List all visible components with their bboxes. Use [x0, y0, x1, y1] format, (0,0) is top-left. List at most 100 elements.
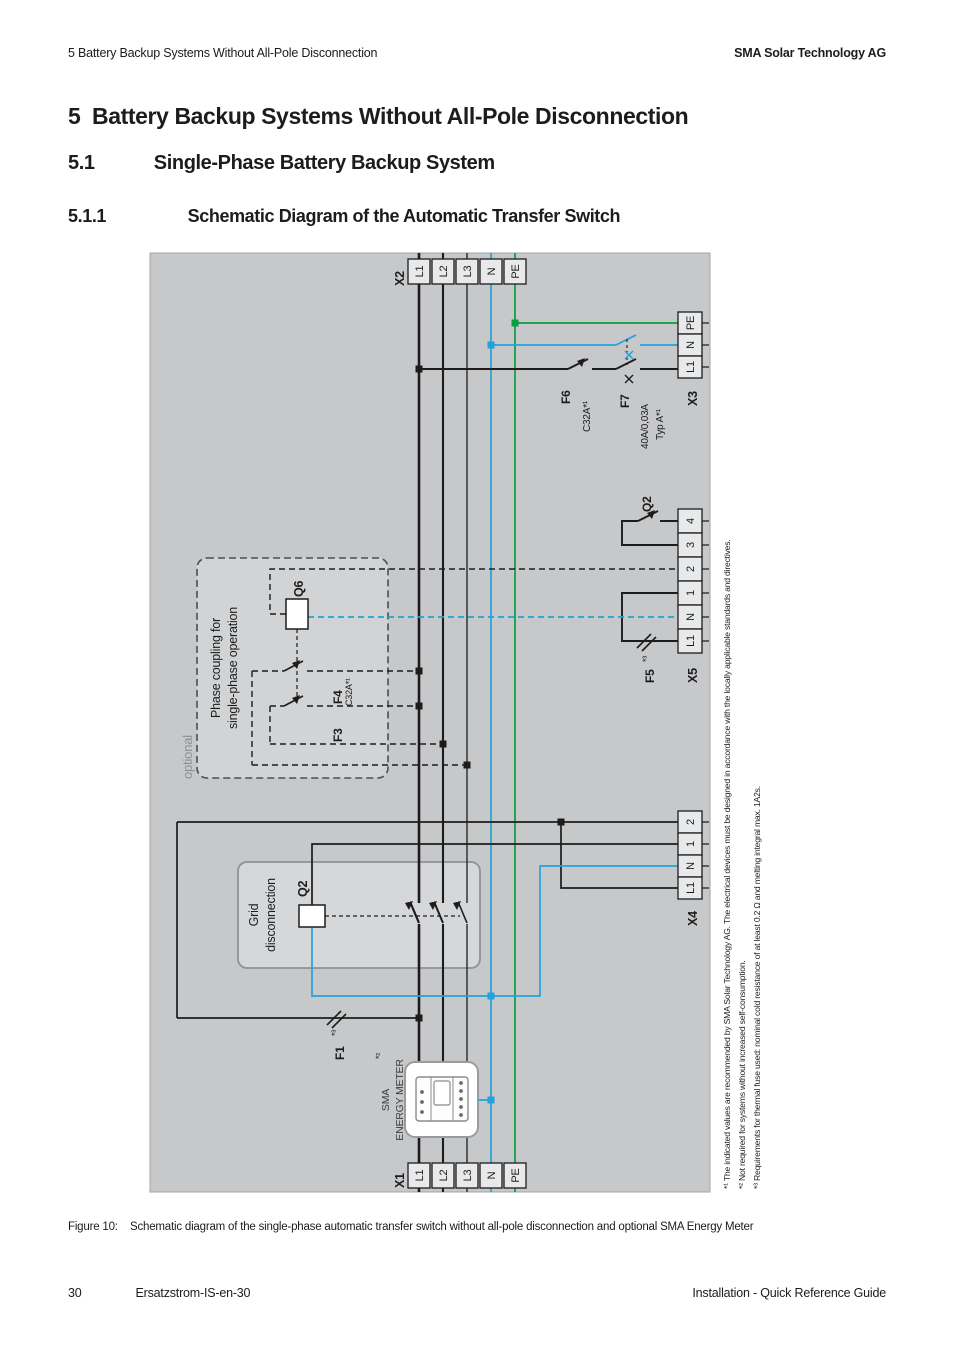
optional-phase-coupling-box: optional Phase coupling for single-phase… — [180, 557, 389, 779]
heading-2: 5.1 Single-Phase Battery Backup System — [68, 152, 495, 175]
x5-terminal-n: N — [685, 613, 697, 621]
q2-grid-label: Q2 — [296, 880, 310, 897]
q2-blade-l3 — [458, 903, 468, 924]
f6-rating: C32A*¹ — [582, 400, 593, 432]
heading-3: 5.1.1 Schematic Diagram of the Automatic… — [68, 206, 621, 227]
meter-note: *² — [374, 1053, 384, 1059]
terminal-block-x4: 2 1 N L1 X4 — [677, 810, 709, 926]
f1-label: F1 — [333, 1046, 347, 1060]
f7-n-trip-mark — [624, 350, 634, 360]
x2-terminal-l2: L2 — [438, 266, 450, 278]
x5-terminal-1: 1 — [685, 590, 697, 596]
optional-line2: single-phase operation — [226, 607, 240, 729]
grid-box-line2: disconnection — [264, 878, 278, 952]
optional-tag: optional — [180, 735, 195, 779]
f7-switch-l1-blade — [615, 358, 637, 370]
junction-n-top — [487, 341, 495, 349]
x3-terminal-pe: PE — [685, 316, 697, 330]
footnote-3: *³ Requirements for thermal fuse used: n… — [752, 786, 762, 1189]
f6-switch-blade — [567, 358, 589, 370]
x4-name: X4 — [686, 911, 700, 926]
terminal-block-x5: 4 3 2 1 N L1 X5 — [677, 508, 709, 683]
x1-terminal-l2: L2 — [438, 1170, 450, 1182]
page-header: 5 Battery Backup Systems Without All-Pol… — [68, 46, 886, 60]
f1-note: *³ — [330, 1030, 340, 1036]
phase-coupling-wiring — [251, 568, 678, 769]
terminal-block-x3: PE N L1 X3 — [677, 311, 709, 406]
junction-l2 — [439, 740, 447, 748]
x5-terminal-3: 3 — [685, 542, 697, 548]
x2-terminal-n: N — [486, 267, 498, 275]
f4-rating: C32A*¹ — [344, 678, 354, 706]
meter-label-line1: SMA — [380, 1089, 392, 1111]
f3-switch-blade — [283, 695, 304, 707]
heading-1-number: 5 — [68, 103, 81, 129]
footer-guide-title: Installation - Quick Reference Guide — [692, 1286, 886, 1300]
f5-note: *³ — [641, 656, 651, 662]
junction-n-meter — [487, 1096, 495, 1104]
x4-terminal-2: 2 — [685, 819, 697, 825]
figure-label: Figure 10: — [68, 1221, 118, 1233]
f3-switch-arrow — [292, 695, 300, 704]
junction-x4-branch — [557, 818, 565, 826]
terminal-block-x2: L1 L2 L3 N PE X2 — [393, 258, 527, 286]
f7-l1-trip-mark — [624, 374, 634, 384]
x1-terminal-l1: L1 — [414, 1170, 426, 1182]
footnote-1: *¹ The indicated values are recommended … — [722, 539, 732, 1189]
x1-name: X1 — [393, 1173, 407, 1188]
terminal-block-x1: L1 L2 L3 N PE X1 — [393, 1162, 527, 1189]
x2-name: X2 — [393, 271, 407, 286]
q2-aux-switch-blade — [637, 510, 659, 522]
x5-terminal-4: 4 — [685, 518, 697, 524]
figure-caption-text: Schematic diagram of the single-phase au… — [130, 1221, 754, 1233]
q6-coil — [285, 598, 309, 630]
f7-switch-n-blade — [615, 334, 637, 346]
junction-f4-l1 — [415, 667, 423, 675]
grid-box-line1: Grid — [247, 903, 261, 926]
f3-label: F3 — [331, 728, 345, 742]
f5-label: F5 — [643, 669, 657, 683]
footer-document-id: Ersatzstrom-IS-en-30 — [135, 1286, 251, 1300]
grid-disconnection-wiring — [176, 818, 678, 1029]
x2-terminal-l1: L1 — [414, 266, 426, 278]
figure-caption: Figure 10: Schematic diagram of the sing… — [68, 1221, 886, 1233]
bus-lines — [417, 253, 516, 1192]
heading-2-number: 5.1 — [68, 152, 95, 174]
x1-terminal-l3: L3 — [462, 1170, 474, 1182]
x4-terminal-1: 1 — [685, 841, 697, 847]
q6-label: Q6 — [292, 580, 306, 597]
f5-fuse-symbol — [636, 633, 657, 652]
optional-line1: Phase coupling for — [209, 618, 223, 718]
f1-fuse-symbol — [326, 1010, 347, 1029]
heading-3-title: Schematic Diagram of the Automatic Trans… — [187, 206, 621, 226]
footer-page-number: 30 — [68, 1286, 82, 1300]
junction-l1-top — [415, 365, 423, 373]
f4-label: F4 — [331, 690, 345, 704]
diagram-footnotes: *¹ The indicated values are recommended … — [722, 539, 762, 1189]
f6-switch-arrow — [577, 358, 585, 367]
meter-display — [433, 1080, 451, 1106]
f4-switch-arrow — [292, 660, 300, 669]
page-footer: 30 Ersatzstrom-IS-en-30 Installation - Q… — [68, 1286, 886, 1300]
heading-2-title: Single-Phase Battery Backup System — [153, 152, 495, 174]
q2-grid-coil — [298, 904, 326, 928]
heading-3-number: 5.1.1 — [68, 206, 107, 226]
f7-label: F7 — [618, 394, 632, 408]
meter-label-line2: ENERGY METER — [394, 1059, 406, 1141]
heading-1: 5 Battery Backup Systems Without All-Pol… — [68, 103, 689, 130]
header-section-title: 5 Battery Backup Systems Without All-Pol… — [68, 46, 378, 60]
q2-aux-switch-arrow — [647, 510, 655, 519]
f7-rating: 40A/0,03A — [640, 404, 651, 449]
junction-f1-l1 — [415, 1014, 423, 1022]
x2-terminal-l3: L3 — [462, 266, 474, 278]
q2-blade-l1 — [409, 903, 421, 924]
x4-terminal-l1: L1 — [685, 882, 697, 894]
backup-output-wiring — [415, 319, 678, 384]
junction-l3 — [463, 761, 471, 769]
x5-terminal-l1: L1 — [685, 635, 697, 647]
x2-terminal-pe: PE — [510, 264, 522, 278]
x1-terminal-pe: PE — [510, 1168, 522, 1182]
junction-n-coil — [487, 992, 495, 1000]
heading-1-title: Battery Backup Systems Without All-Pole … — [92, 103, 689, 129]
